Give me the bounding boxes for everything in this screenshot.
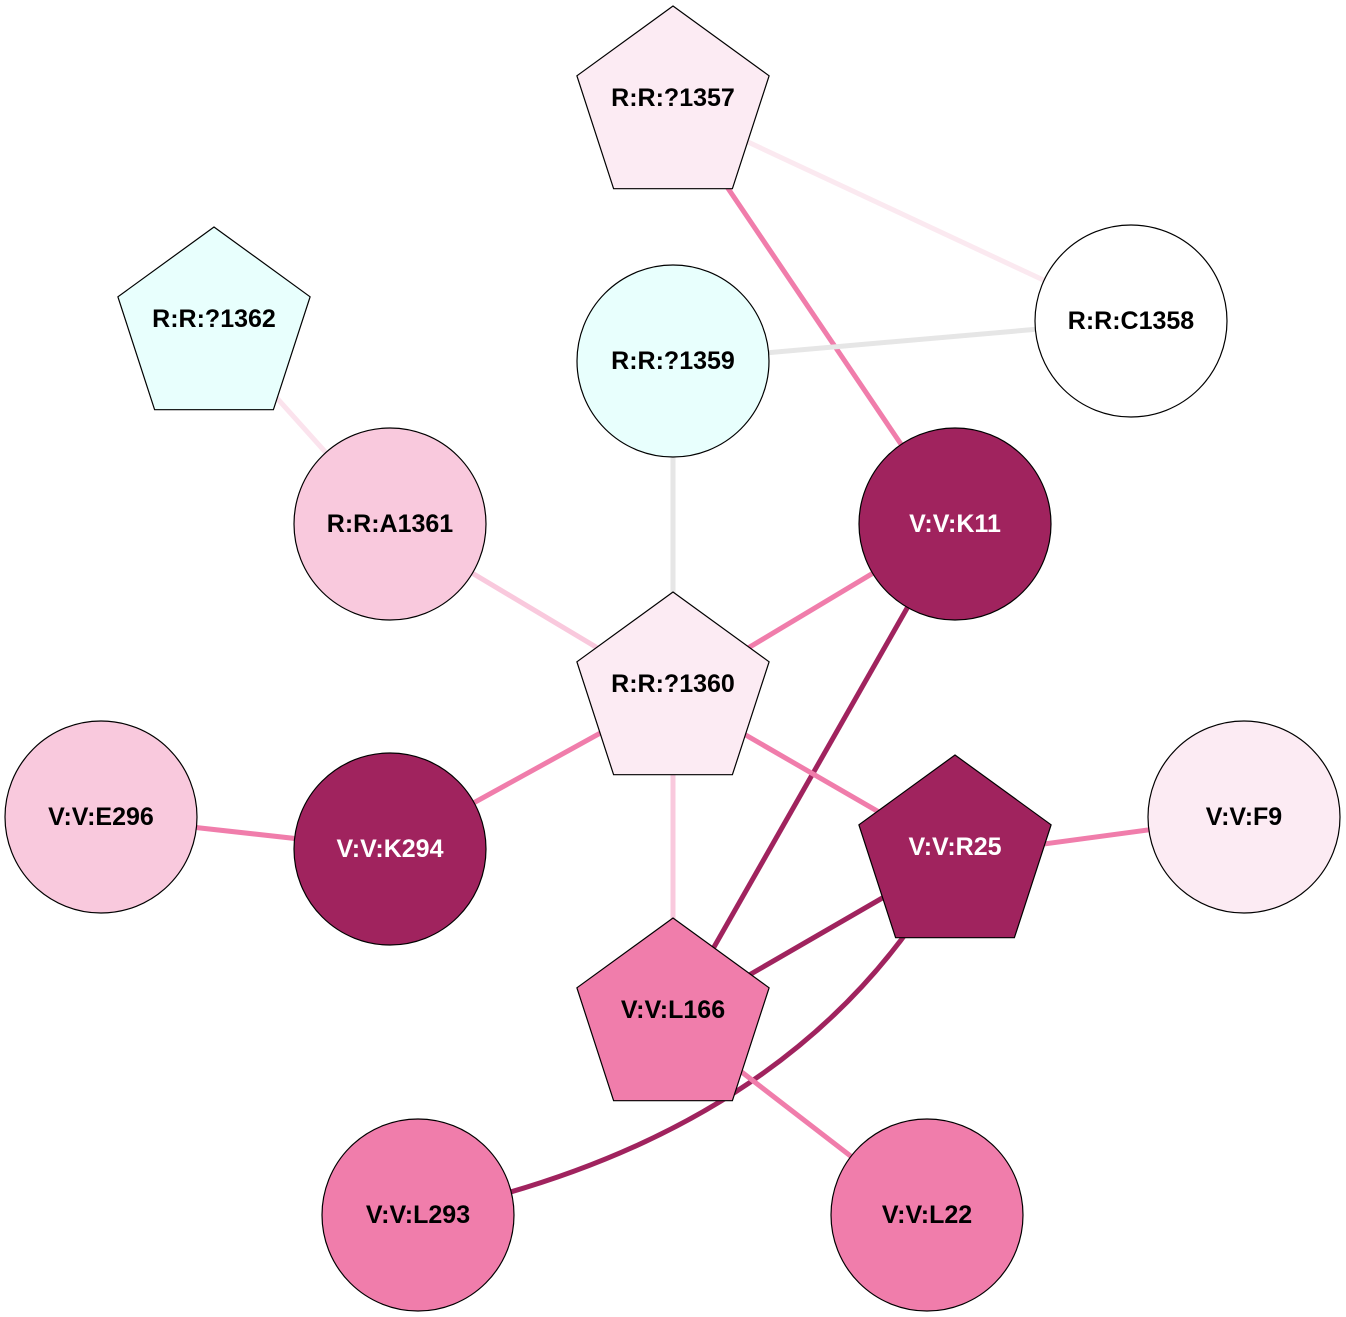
node-shape-circle [1034,224,1228,418]
node-l22[interactable]: V:V:L22 [830,1118,1024,1312]
node-label: R:R:A1361 [327,510,454,538]
node-shape-circle [830,1118,1024,1312]
node-k11[interactable]: V:V:K11 [858,427,1052,621]
node-shape-circle [4,720,198,914]
node-shape-pentagon [858,754,1052,939]
node-shape-circle [293,752,487,946]
node-label: V:V:L166 [621,996,725,1024]
node-label: V:V:F9 [1206,803,1282,831]
node-e296[interactable]: V:V:E296 [4,720,198,914]
node-label: R:R:?1360 [611,670,735,698]
node-shape-circle [1147,720,1341,914]
node-label: V:V:L293 [366,1201,470,1229]
node-n1361[interactable]: R:R:A1361 [293,427,487,621]
node-shape-pentagon [576,591,770,776]
node-n1359[interactable]: R:R:?1359 [576,264,770,458]
node-l166[interactable]: V:V:L166 [576,917,770,1102]
node-n1362[interactable]: R:R:?1362 [117,226,311,411]
node-label: V:V:R25 [908,833,1001,861]
node-shape-circle [858,427,1052,621]
node-f9[interactable]: V:V:F9 [1147,720,1341,914]
node-shape-pentagon [576,917,770,1102]
node-label: V:V:K294 [336,835,443,863]
node-n1358[interactable]: R:R:C1358 [1034,224,1228,418]
node-label: R:R:?1359 [611,347,735,375]
node-r25[interactable]: V:V:R25 [858,754,1052,939]
node-label: R:R:?1362 [152,305,276,333]
node-shape-circle [576,264,770,458]
node-k294[interactable]: V:V:K294 [293,752,487,946]
node-n1357[interactable]: R:R:?1357 [576,5,770,190]
node-label: V:V:L22 [882,1201,972,1229]
node-label: V:V:E296 [48,803,154,831]
node-shape-circle [293,427,487,621]
node-n1360[interactable]: R:R:?1360 [576,591,770,776]
node-l293[interactable]: V:V:L293 [321,1118,515,1312]
node-label: R:R:?1357 [611,84,735,112]
node-shape-circle [321,1118,515,1312]
node-label: R:R:C1358 [1068,307,1195,335]
node-label: V:V:K11 [909,510,1001,538]
node-shape-pentagon [576,5,770,190]
node-shape-pentagon [117,226,311,411]
